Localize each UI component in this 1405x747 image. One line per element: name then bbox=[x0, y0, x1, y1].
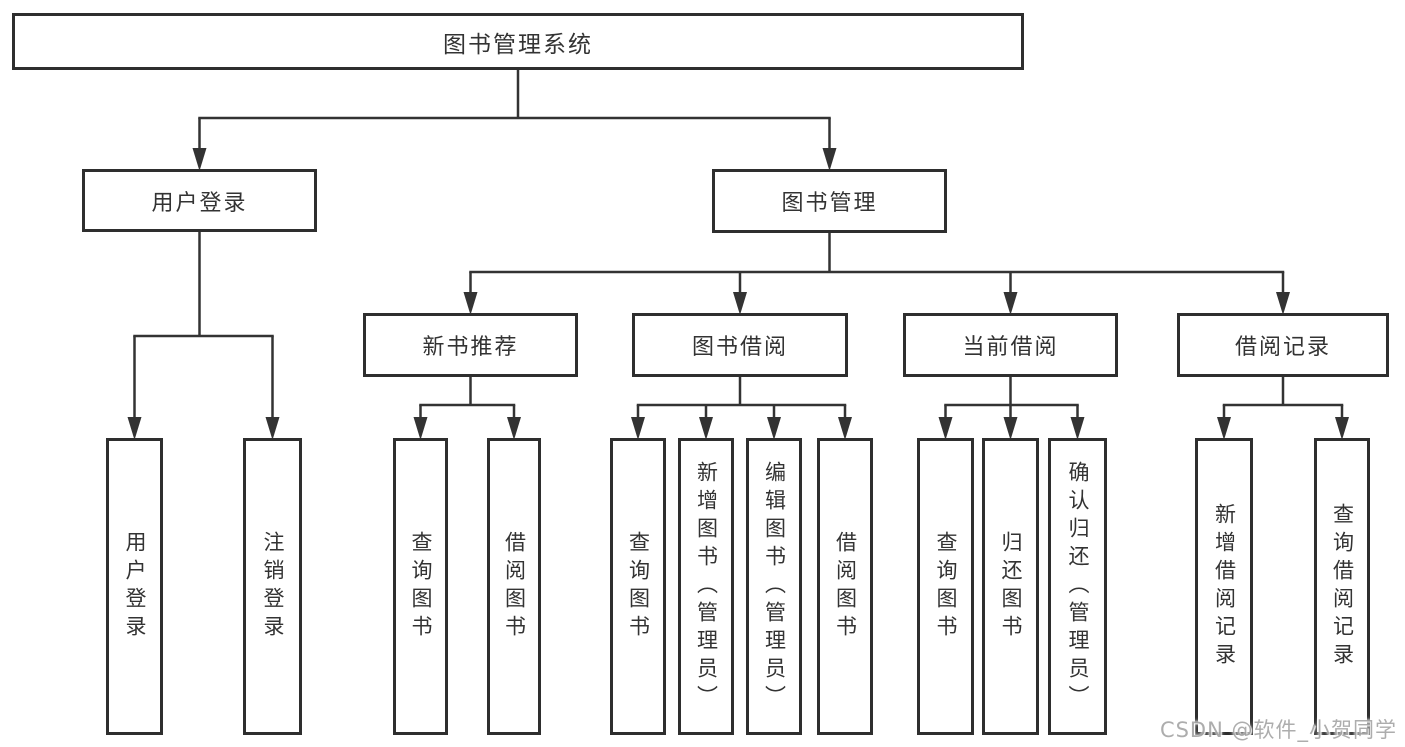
node-borrow-records: 借阅记录 bbox=[1177, 313, 1389, 377]
node-leaf-nb-query: 查询图书 bbox=[393, 438, 448, 735]
node-label-leaf-br-query: 查询借阅记录 bbox=[1330, 502, 1355, 671]
node-leaf-br-query: 查询借阅记录 bbox=[1314, 438, 1370, 735]
node-label-user-login: 用户登录 bbox=[151, 190, 248, 216]
node-label-leaf-bb-add: 新增图书（管理员） bbox=[694, 460, 719, 713]
node-leaf-nb-borrow: 借阅图书 bbox=[487, 438, 541, 735]
node-label-leaf-br-add: 新增借阅记录 bbox=[1212, 502, 1237, 671]
arrowhead-icon bbox=[127, 417, 142, 440]
node-leaf-bb-edit: 编辑图书（管理员） bbox=[746, 438, 802, 735]
node-leaf-cb-confirm: 确认归还（管理员） bbox=[1048, 438, 1107, 735]
node-current-borrow: 当前借阅 bbox=[903, 313, 1118, 377]
node-label-new-book-rec: 新书推荐 bbox=[422, 335, 519, 360]
arrowhead-icon bbox=[192, 148, 207, 171]
node-label-leaf-bb-borrow: 借阅图书 bbox=[833, 530, 858, 643]
arrowhead-icon bbox=[699, 417, 713, 440]
node-leaf-user-login: 用户登录 bbox=[106, 438, 163, 735]
arrowhead-icon bbox=[265, 417, 280, 440]
arrowhead-icon bbox=[838, 417, 852, 440]
node-label-current-borrow: 当前借阅 bbox=[962, 335, 1059, 360]
node-leaf-bb-add: 新增图书（管理员） bbox=[678, 438, 734, 735]
node-label-leaf-cb-query: 查询图书 bbox=[934, 530, 958, 643]
node-user-login: 用户登录 bbox=[82, 169, 317, 232]
node-new-book-rec: 新书推荐 bbox=[363, 313, 578, 377]
arrowhead-icon bbox=[733, 292, 747, 315]
node-label-leaf-cb-confirm: 确认归还（管理员） bbox=[1066, 460, 1090, 713]
arrowhead-icon bbox=[1276, 292, 1290, 315]
node-label-leaf-logout: 注销登录 bbox=[261, 530, 285, 643]
node-leaf-bb-query: 查询图书 bbox=[610, 438, 666, 735]
node-label-leaf-cb-return: 归还图书 bbox=[999, 530, 1023, 643]
node-leaf-logout: 注销登录 bbox=[243, 438, 302, 735]
node-label-leaf-bb-edit: 编辑图书（管理员） bbox=[762, 460, 787, 713]
node-leaf-bb-borrow: 借阅图书 bbox=[817, 438, 873, 735]
arrowhead-icon bbox=[1003, 292, 1018, 315]
node-book-mgmt: 图书管理 bbox=[712, 169, 947, 233]
csdn-watermark: CSDN @软件_小贺同学 bbox=[1159, 718, 1397, 742]
node-label-leaf-user-login: 用户登录 bbox=[123, 530, 147, 643]
arrowhead-icon bbox=[631, 417, 645, 440]
arrowhead-icon bbox=[463, 292, 478, 315]
arrowhead-icon bbox=[1217, 417, 1231, 440]
node-label-book-mgmt: 图书管理 bbox=[781, 191, 878, 216]
node-label-leaf-nb-borrow: 借阅图书 bbox=[502, 530, 527, 643]
arrowhead-icon bbox=[1335, 417, 1349, 440]
node-leaf-cb-query: 查询图书 bbox=[917, 438, 974, 735]
arrowhead-icon bbox=[767, 417, 781, 440]
node-leaf-br-add: 新增借阅记录 bbox=[1195, 438, 1253, 735]
node-label-book-borrow: 图书借阅 bbox=[691, 335, 788, 360]
arrowhead-icon bbox=[1070, 417, 1085, 440]
node-label-root: 图书管理系统 bbox=[443, 31, 593, 58]
arrowhead-icon bbox=[413, 417, 428, 440]
arrowhead-icon bbox=[938, 417, 953, 440]
node-leaf-cb-return: 归还图书 bbox=[982, 438, 1039, 735]
node-label-leaf-nb-query: 查询图书 bbox=[409, 530, 433, 643]
arrowhead-icon bbox=[507, 417, 521, 440]
arrowhead-icon bbox=[1003, 417, 1018, 440]
node-root: 图书管理系统 bbox=[12, 13, 1024, 70]
node-label-borrow-records: 借阅记录 bbox=[1234, 335, 1331, 360]
arrowhead-icon bbox=[822, 148, 837, 171]
node-label-leaf-bb-query: 查询图书 bbox=[626, 530, 651, 643]
node-book-borrow: 图书借阅 bbox=[632, 313, 848, 377]
